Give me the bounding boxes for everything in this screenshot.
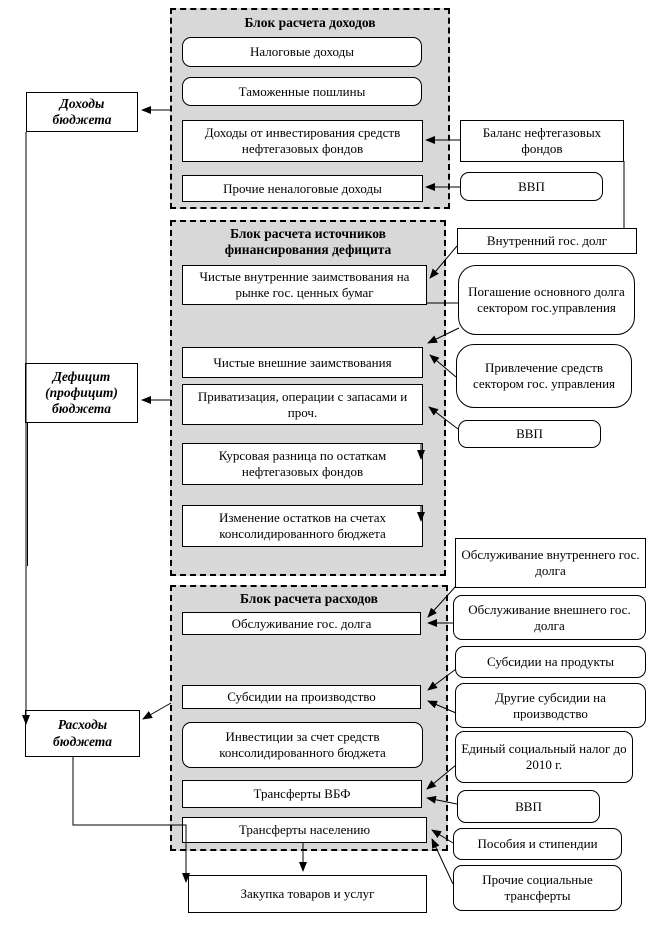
domestic-debt-service-box: Обслуживание внутреннего гос. долга [455,538,646,588]
tax-revenues-box: Налоговые доходы [182,37,422,67]
arrow-block3-to-expenses [142,702,172,720]
domestic-state-debt-box: Внутренний гос. долг [457,228,637,254]
budget-deficit-box: Дефицит (профицит) бюджета [25,363,138,423]
gdp-box-1: ВВП [460,172,603,201]
consolidated-budget-investments-box: Инвестиции за счет средств консолидирова… [182,722,423,768]
other-production-subsidies-box: Другие субсидии на производство [455,683,646,728]
net-external-borrowing-box: Чистые внешние заимствования [182,347,423,378]
state-debt-service-box: Обслуживание гос. долга [182,612,421,635]
other-nontax-revenues-box: Прочие неналоговые доходы [182,175,423,202]
unified-social-tax-box: Единый социальный налог до 2010 г. [455,731,633,783]
budget-expenses-box: Расходы бюджета [25,710,140,757]
transfers-vbf-box: Трансферты ВБФ [182,780,422,808]
expenses-block-title: Блок расчета расходов [240,591,378,606]
account-balances-change-box: Изменение остатков на счетах консолидиро… [182,505,423,547]
principal-repayment-box: Погашение основного долга сектором гос.у… [458,265,635,335]
funds-attraction-box: Привлечение средств сектором гос. управл… [456,344,632,408]
gdp-box-3: ВВП [457,790,600,823]
gdp-box-2: ВВП [458,420,601,448]
privatization-box: Приватизация, операции с запасами и проч… [182,384,423,425]
customs-duties-box: Таможенные пошлины [182,77,422,106]
product-subsidies-box: Субсидии на продукты [455,646,646,678]
oil-gas-fund-investment-income-box: Доходы от инвестирования средств нефтега… [182,120,423,162]
transfers-to-population-box: Трансферты населению [182,817,427,843]
budget-incomes-box: Доходы бюджета [26,92,138,132]
net-domestic-borrowing-box: Чистые внутренние заимствования на рынке… [182,265,427,305]
exchange-rate-difference-box: Курсовая разница по остаткам нефтегазовы… [182,443,423,485]
production-subsidies-box: Субсидии на производство [182,685,421,709]
goods-services-purchase-box: Закупка товаров и услуг [188,875,427,913]
benefits-stipends-box: Пособия и стипендии [453,828,622,860]
oil-gas-funds-balance-box: Баланс нефтегазовых фондов [460,120,624,162]
external-debt-service-box: Обслуживание внешнего гос. долга [453,595,646,640]
other-social-transfers-box: Прочие социальные трансферты [453,865,622,911]
incomes-block-title: Блок расчета доходов [244,15,376,30]
deficit-block-title: Блок расчета источников финансирования д… [224,226,392,257]
